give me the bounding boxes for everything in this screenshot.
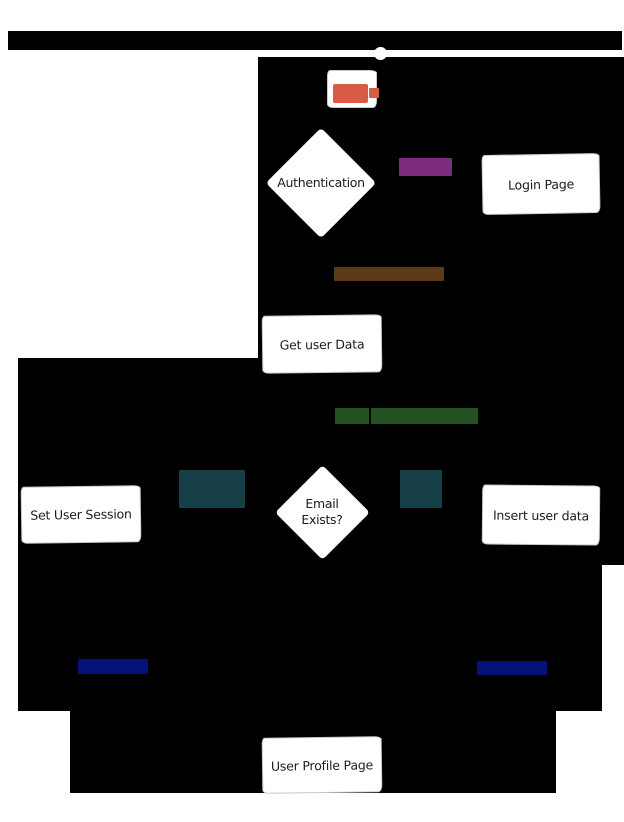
black-region-middle-lower [18, 565, 602, 711]
node-user-profile-page[interactable]: User Profile Page [261, 736, 383, 794]
node-login-page[interactable]: Login Page [481, 152, 601, 216]
node-user-profile-page-label: User Profile Page [270, 756, 374, 774]
connector-bar-teal-left[interactable] [179, 470, 245, 508]
node-authentication-label: Authentication [277, 175, 365, 191]
camera-icon [328, 71, 379, 107]
connector-bar-green-left[interactable] [335, 408, 369, 424]
node-login-page-label: Login Page [507, 175, 575, 193]
node-insert-user-data-label: Insert user data [492, 507, 590, 523]
node-get-user-data-label: Get user Data [279, 335, 365, 353]
connector-bar-green-right[interactable] [371, 408, 478, 424]
node-camera[interactable] [327, 70, 379, 108]
connector-bar-purple[interactable] [399, 158, 452, 176]
camera-body [333, 84, 368, 103]
node-set-user-session-label: Set User Session [30, 506, 132, 523]
connector-bar-brown[interactable] [334, 267, 444, 281]
connector-dot[interactable] [374, 47, 387, 60]
node-get-user-data[interactable]: Get user Data [261, 314, 383, 374]
connector-bar-teal-right[interactable] [400, 470, 442, 508]
connector-bar-navy-right[interactable] [477, 661, 547, 675]
camera-lens [369, 88, 379, 98]
node-set-user-session[interactable]: Set User Session [20, 485, 142, 544]
title-bar [8, 31, 622, 50]
node-email-exists-label: Email Exists? [301, 496, 343, 527]
node-insert-user-data[interactable]: Insert user data [481, 484, 601, 546]
connector-bar-navy-left[interactable] [78, 659, 148, 674]
